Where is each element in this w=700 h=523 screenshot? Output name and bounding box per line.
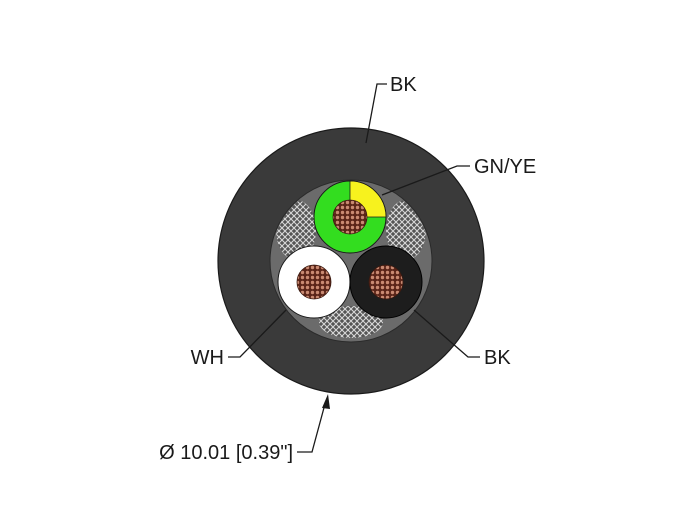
conductor-black (349, 245, 423, 319)
leader-diameter (297, 403, 326, 453)
leader-jacket (365, 83, 387, 144)
label-jacket: BK (390, 74, 417, 96)
label-white: WH (191, 347, 224, 369)
arrowhead (322, 394, 330, 409)
label-diameter: Ø 10.01 [0.39"] (159, 442, 293, 464)
label-black: BK (484, 347, 511, 369)
conductor-green-yellow (313, 180, 387, 254)
conductor-white (277, 245, 351, 319)
leader-black (413, 309, 480, 358)
leader-white (228, 309, 287, 358)
label-ground: GN/YE (474, 156, 536, 178)
leader-ground (381, 165, 470, 196)
filler-mesh (276, 200, 426, 338)
